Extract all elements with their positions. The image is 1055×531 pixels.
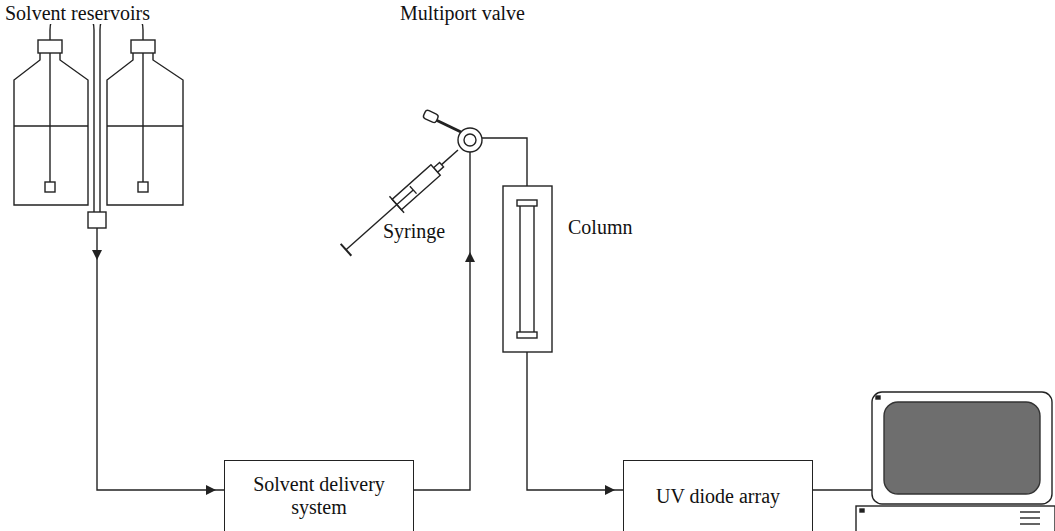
solvent-bottle xyxy=(107,52,183,205)
supply-tube xyxy=(50,10,94,212)
flow-line xyxy=(527,352,623,490)
part-label: Syringe xyxy=(383,220,445,242)
part-label: Multiport valve xyxy=(400,2,525,24)
bottle-cap xyxy=(131,40,155,53)
monitor-led xyxy=(876,396,880,399)
flow-line xyxy=(414,152,470,490)
solvent-level xyxy=(14,125,88,126)
pump-box: Solvent delivery system xyxy=(224,460,414,531)
column-fitting xyxy=(517,332,537,338)
drive-slot xyxy=(1020,523,1040,524)
inlet-filter xyxy=(45,182,55,192)
valve-label: Multiport valve xyxy=(400,2,525,25)
monitor-screen xyxy=(884,402,1040,494)
column-fitting xyxy=(517,200,537,206)
mixing-tee xyxy=(88,212,106,228)
monitor xyxy=(872,392,1052,504)
part-label: Column xyxy=(568,216,632,238)
syringe xyxy=(339,142,466,258)
solvent-level xyxy=(107,125,183,126)
part-label: Solvent reservoirs xyxy=(5,2,150,24)
drive-slot xyxy=(1020,517,1040,518)
detector-box: UV diode array xyxy=(623,460,813,531)
flow-line xyxy=(97,228,224,490)
reservoir-label: Solvent reservoirs xyxy=(5,2,150,25)
multiport-valve xyxy=(458,128,482,152)
solvent-tube xyxy=(142,53,143,182)
box-text: UV diode array xyxy=(656,485,780,508)
valve-rotor xyxy=(464,134,476,146)
inlet-filter xyxy=(138,182,148,192)
column-housing xyxy=(503,186,552,352)
supply-tube xyxy=(100,10,143,212)
solvent-tube xyxy=(49,53,50,182)
bottle-cap xyxy=(38,40,62,53)
drive-slot xyxy=(1020,511,1040,512)
power-led xyxy=(860,509,864,512)
column-tube xyxy=(520,205,534,333)
computer-base xyxy=(856,506,1055,531)
valve-handle xyxy=(436,120,461,132)
handle-knob xyxy=(423,109,439,123)
solvent-bottle xyxy=(14,52,88,205)
column-label: Column xyxy=(568,216,632,239)
flow-arrows xyxy=(92,250,615,495)
box-text: Solvent delivery system xyxy=(235,473,403,519)
syringe-label: Syringe xyxy=(383,220,445,243)
signal-cable xyxy=(813,489,872,490)
flow-line xyxy=(482,138,527,186)
